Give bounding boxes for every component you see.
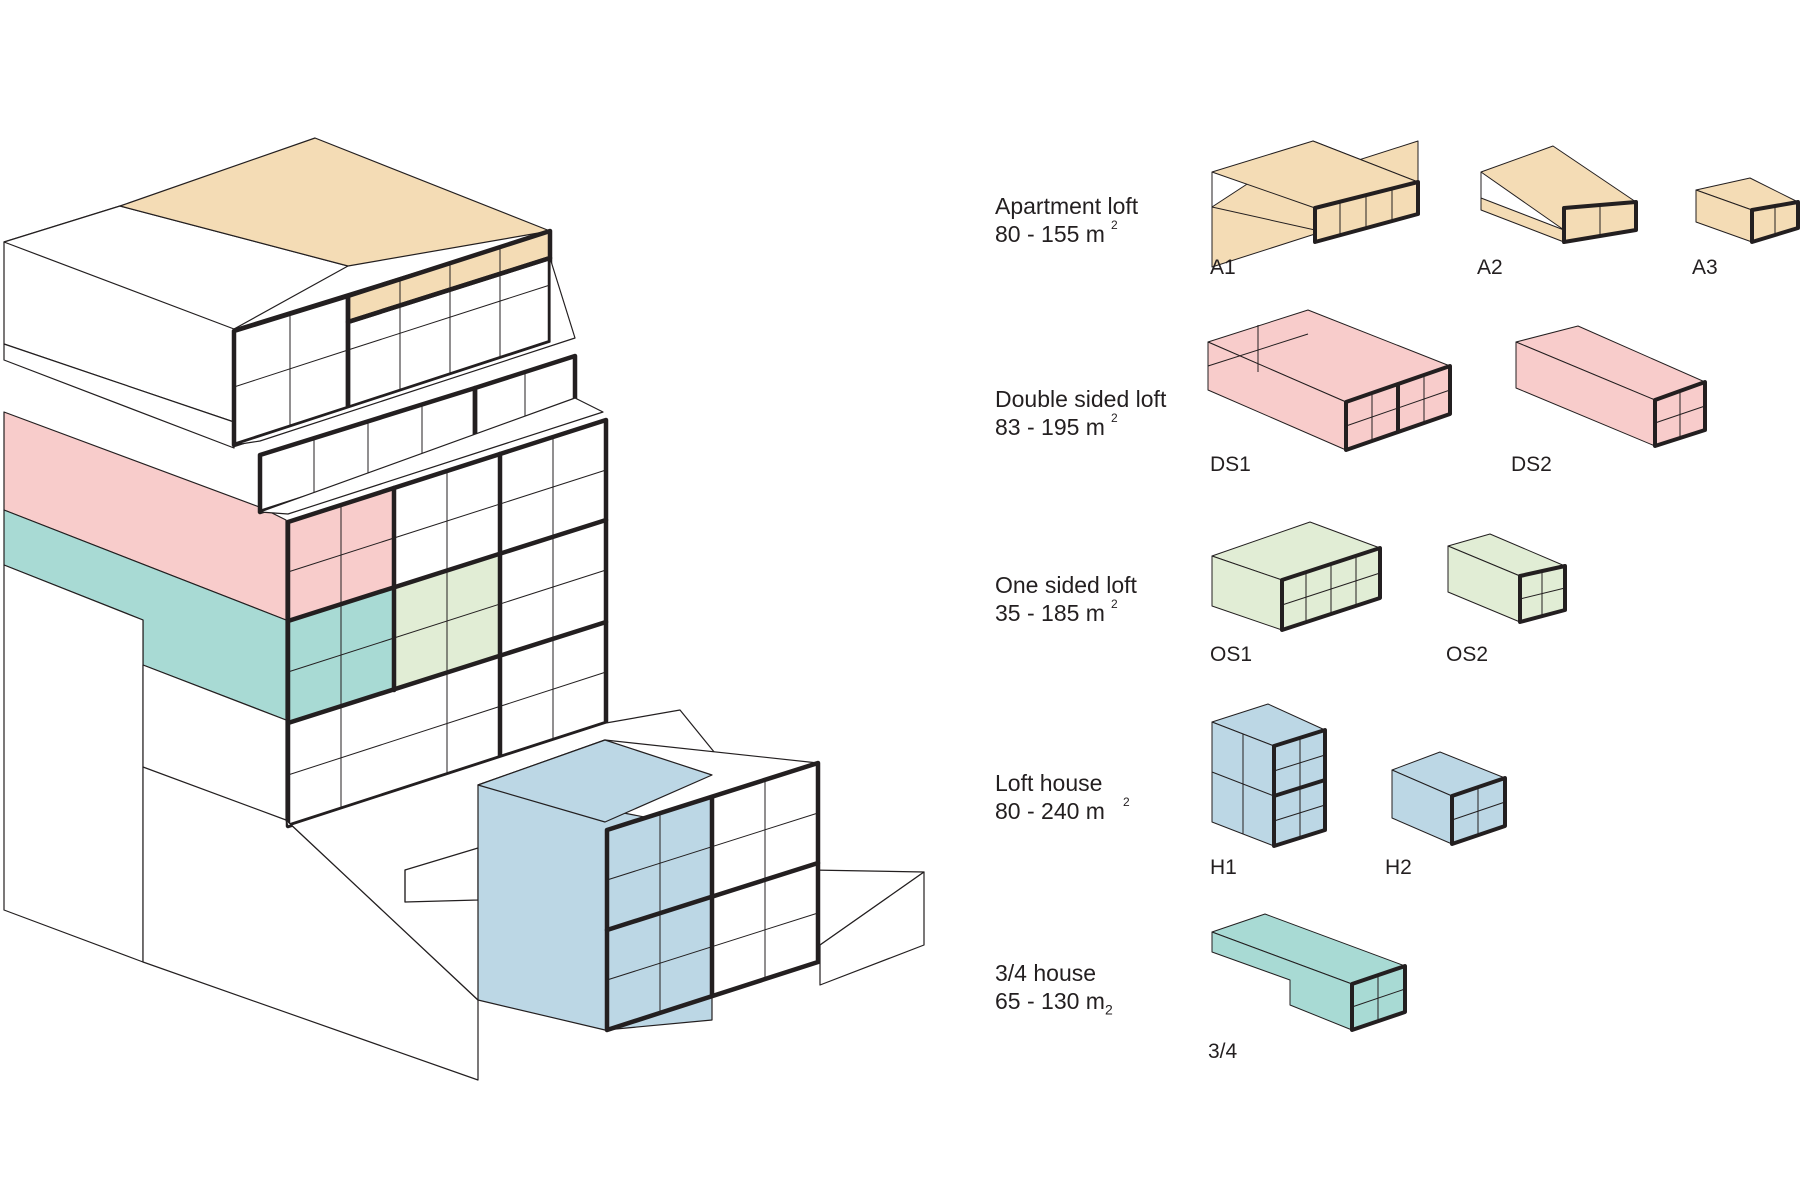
unit-code-os1: OS1	[1210, 643, 1253, 666]
icon-a1	[1211, 140, 1420, 268]
third-tier-top	[259, 397, 604, 515]
building-left-face-lower	[3, 564, 144, 963]
icon-three-quarter	[1211, 913, 1407, 1032]
icon-h1	[1211, 703, 1327, 848]
unit-code-ds1: DS1	[1210, 453, 1251, 476]
icon-h2	[1391, 751, 1507, 846]
loft-house-thick-frames	[604, 760, 821, 1033]
unit-code-a3: A3	[1692, 256, 1718, 279]
unit-code-a2: A2	[1477, 256, 1503, 279]
second-tier-top	[233, 257, 576, 446]
unit-code-ds2: DS2	[1511, 453, 1552, 476]
main-building-axonometric	[3, 137, 925, 1081]
main-block-gridlines	[287, 436, 607, 810]
category-area: 65 - 130 m2	[995, 988, 1113, 1018]
top-volume-gridlines	[233, 246, 551, 429]
category-title: Loft house	[995, 770, 1103, 796]
unit-code-h1: H1	[1210, 856, 1237, 879]
icon-ds1	[1207, 309, 1452, 452]
icon-os2	[1447, 533, 1567, 624]
icon-os1	[1211, 521, 1382, 632]
category-title: Apartment loft	[995, 193, 1139, 219]
icon-ds2	[1515, 325, 1707, 448]
loft-house-top-blue	[477, 739, 713, 823]
category-title: Double sided loft	[995, 386, 1167, 412]
ground-slab-front	[819, 871, 925, 986]
category-title: 3/4 house	[995, 960, 1097, 986]
ground-step-line	[142, 766, 287, 821]
building-left-face-upper-strip	[3, 343, 235, 449]
category-title: One sided loft	[995, 572, 1137, 598]
unit-code-h2: H2	[1385, 856, 1412, 879]
icon-a3	[1695, 177, 1800, 244]
unit-code-a1: A1	[1210, 256, 1236, 279]
unit-code-three-quarter: 3/4	[1208, 1040, 1238, 1063]
unit-code-os2: OS2	[1446, 643, 1489, 666]
typology-icons	[1207, 140, 1800, 1032]
icon-a2	[1480, 145, 1638, 244]
